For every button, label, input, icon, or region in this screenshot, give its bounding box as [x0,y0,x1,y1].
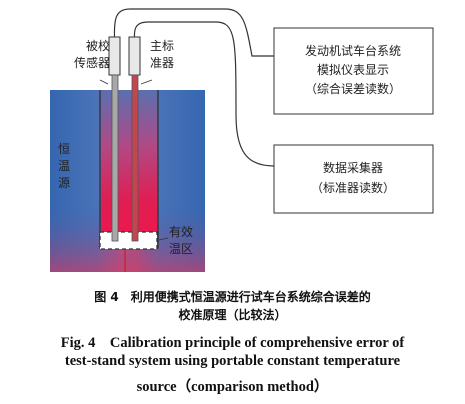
caption-cn-line-2: 校准原理（比较法） [178,308,287,322]
caption-en-line-2: test-stand system using portable constan… [64,353,401,369]
standard-sensor-label-1: 主标 [150,39,174,53]
caption-en-line-3: source（comparison method） [136,379,329,395]
data-acquisition-box: 数据采集器 （标准器读数） [273,144,434,214]
passive-sensor-leader [99,79,109,85]
constant-temp-source-label-1: 恒 [58,142,70,156]
caption-cn-line-1: 图 4 利用便携式恒温源进行试车台系统综合误差的 [94,290,371,304]
standard-sensor-cable [133,21,275,167]
passive-sensor-label-1: 被校 [86,38,110,53]
standard-sensor-leader [140,79,153,85]
daq-box-line-2: （标准器读数） [311,180,395,195]
passive-sensor-label-2: 传感器 [74,55,110,70]
passive-sensor-cable [113,8,274,57]
simulator-box-line-1: 发动机试车台系统 [305,43,401,58]
caption-en-line-1: Fig. 4 Calibration principle of comprehe… [60,335,405,351]
effective-temp-zone-label-2: 温区 [169,242,193,256]
daq-box-line-1: 数据采集器 [323,160,383,175]
simulator-box-line-2: 模拟仪表显示 [317,63,389,77]
constant-temp-source-label-2: 温 [58,159,70,173]
simulator-display-box: 发动机试车台系统 模拟仪表显示 （综合误差读数） [273,27,434,115]
calibration-diagram: 被校 传感器 主标 准器 恒 温 源 有效 温区 发动机试车台系统 模拟仪表显示… [50,8,434,272]
effective-temp-zone-label-1: 有效 [169,224,193,239]
simulator-box-line-3: （综合误差读数） [305,81,401,96]
standard-sensor-label-2: 准器 [150,56,174,70]
temp-zone-leader [158,237,169,241]
constant-temp-source-label-3: 源 [58,176,70,190]
effective-temp-zone-box [99,231,158,250]
